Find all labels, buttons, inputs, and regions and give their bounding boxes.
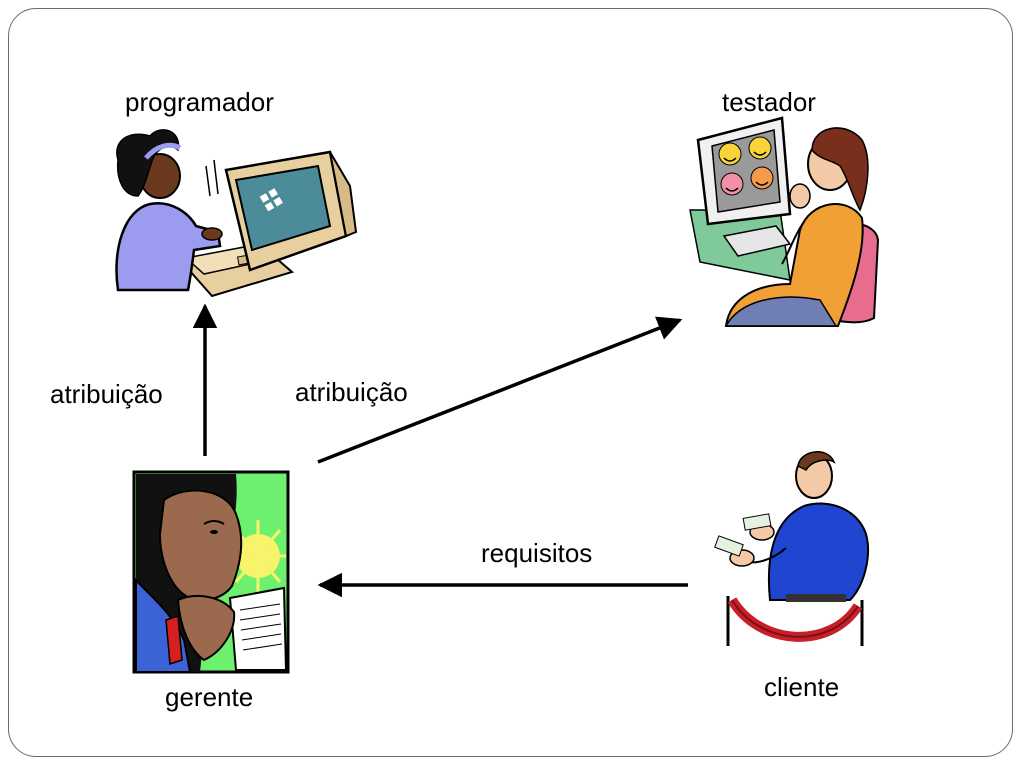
edge-label-to-tester: atribuição [295,377,408,407]
client-illustration [714,451,870,646]
client-label: cliente [764,672,840,702]
slide-frame [8,8,1013,757]
programmer-label: programador [125,87,274,117]
edge-label-from-client: requisitos [481,538,593,568]
edge-label-to-programmer: atribuição [50,379,163,409]
manager-label: gerente [165,682,254,712]
tester-label: testador [722,87,816,117]
arrow-manager-to-tester [317,316,683,464]
tester-illustration [689,116,880,327]
manager-illustration [132,470,290,674]
programmer-illustration [115,129,358,298]
